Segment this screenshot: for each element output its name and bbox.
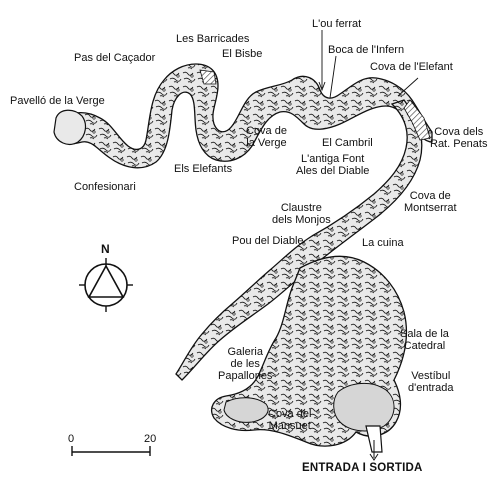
label-sala-catedral: Sala de la Catedral xyxy=(400,328,449,352)
label-vestibul-entrada: Vestíbul d'entrada xyxy=(408,370,454,394)
compass-north-letter: N xyxy=(101,242,110,256)
scale-end-label: 20 xyxy=(144,433,157,445)
label-claustre-monjos: Claustre dels Monjos xyxy=(272,202,331,226)
label-pou-diable: Pou del Diable xyxy=(232,235,304,247)
label-cova-rat-penats: Cova dels Rat. Penats xyxy=(430,126,488,150)
pointer-cova-elefant xyxy=(397,77,419,97)
label-galeria-papallones: Galeria de les Papallones xyxy=(218,346,273,382)
compass xyxy=(79,258,133,312)
label-lou-ferrat: L'ou ferrat xyxy=(312,18,362,30)
label-cova-elefant: Cova de l'Elefant xyxy=(370,61,453,73)
label-boca-infern: Boca de l'Infern xyxy=(328,44,405,56)
hatched-wall-upper xyxy=(199,69,217,85)
main-gallery xyxy=(175,99,423,381)
hatched-wall-rat-penats xyxy=(403,99,431,141)
entrance-arrow-head xyxy=(369,453,379,461)
scale-bar xyxy=(71,446,151,456)
label-les-barricades: Les Barricades xyxy=(176,33,250,45)
label-cova-montserrat: Cova de Montserrat xyxy=(404,190,457,214)
label-cova-verge: Cova de la Verge xyxy=(246,125,287,149)
upper-gallery xyxy=(54,63,433,169)
label-confesionari: Confesionari xyxy=(74,181,136,193)
label-pavello-verge: Pavelló de la Verge xyxy=(10,95,105,107)
label-el-bisbe: El Bisbe xyxy=(222,48,263,60)
scale-start-label: 0 xyxy=(68,433,75,445)
pointer-lou-ferrat-head xyxy=(318,81,326,92)
vestibul-floor xyxy=(333,383,395,432)
label-la-cuina: La cuina xyxy=(362,237,404,249)
label-antiga-font: L'antiga Font Ales del Diable xyxy=(296,153,370,177)
label-el-cambril: El Cambril xyxy=(322,137,373,149)
label-entrada-sortida: ENTRADA I SORTIDA xyxy=(302,462,423,474)
confesionari-lobe xyxy=(53,109,87,145)
entrance-passage xyxy=(365,425,383,453)
mansuet-floor xyxy=(223,397,269,423)
label-cova-mansuet: Cova del Mansuet xyxy=(268,408,312,432)
label-els-elefants: Els Elefants xyxy=(174,163,233,175)
label-pas-cacador: Pas del Caçador xyxy=(74,52,156,64)
pointer-boca-infern xyxy=(329,55,337,99)
